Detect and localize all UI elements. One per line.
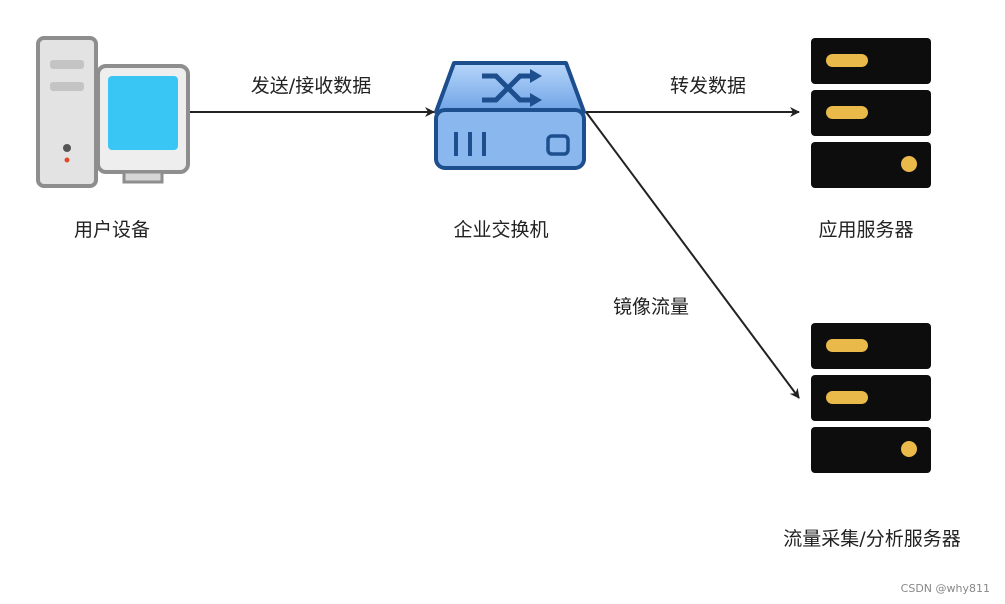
watermark: CSDN @why811: [901, 582, 990, 595]
user-device-label: 用户设备: [74, 219, 150, 241]
app-server-icon: [811, 38, 931, 188]
edge-switch-to-app-label: 转发数据: [670, 75, 746, 97]
desktop-computer-icon: [36, 36, 190, 188]
enterprise-switch-label: 企业交换机: [453, 219, 548, 241]
traffic-server-icon: [811, 323, 931, 473]
edge-switch-to-traffic-label: 镜像流量: [613, 296, 689, 318]
traffic-server-label: 流量采集/分析服务器: [783, 528, 960, 550]
edge-switch-to-traffic: [585, 111, 800, 399]
app-server-label: 应用服务器: [818, 219, 913, 241]
network-switch-icon: [434, 61, 586, 170]
edge-user-to-switch-label: 发送/接收数据: [251, 75, 371, 97]
